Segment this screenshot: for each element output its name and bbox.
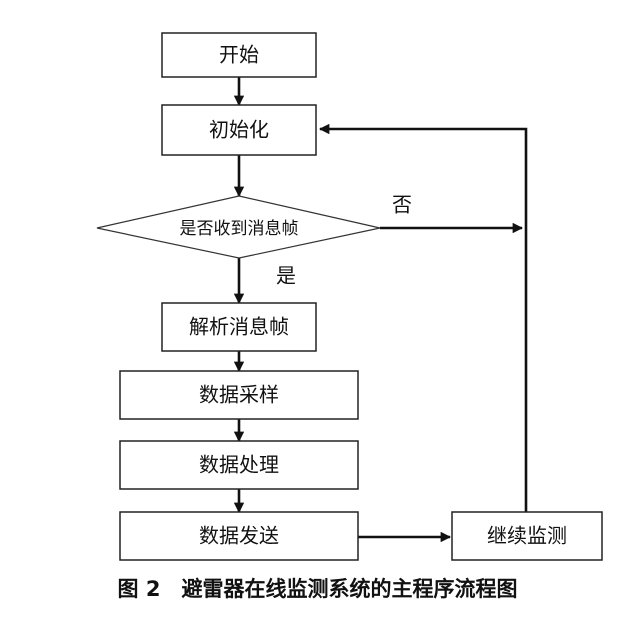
process-label: 数据处理	[199, 453, 279, 477]
continue-label: 继续监测	[487, 524, 567, 548]
parse-label: 解析消息帧	[189, 315, 289, 339]
start-box	[161, 32, 317, 78]
flowchart-diagram: 开始 初始化 是否收到消息帧 否 是 解析消息帧 数据采样 数据处理 数据发送 …	[96, 32, 603, 561]
figure-caption: 图 2 避雷器在线监测系统的主程序流程图	[117, 577, 518, 601]
process-box	[119, 440, 359, 490]
branch-no-label: 否	[392, 193, 412, 217]
branch-yes-label: 是	[276, 264, 296, 288]
decision-label: 是否收到消息帧	[180, 219, 299, 239]
start-label: 开始	[219, 43, 259, 67]
send-box	[119, 511, 359, 561]
sample-box	[119, 370, 359, 420]
init-label: 初始化	[209, 118, 269, 142]
sample-label: 数据采样	[199, 383, 279, 407]
send-label: 数据发送	[199, 524, 279, 548]
decision-diamond	[96, 195, 381, 259]
parse-box	[161, 302, 317, 352]
init-box	[161, 104, 317, 156]
continue-box	[451, 511, 603, 561]
arrow-loop-back-to-init	[318, 123, 528, 512]
